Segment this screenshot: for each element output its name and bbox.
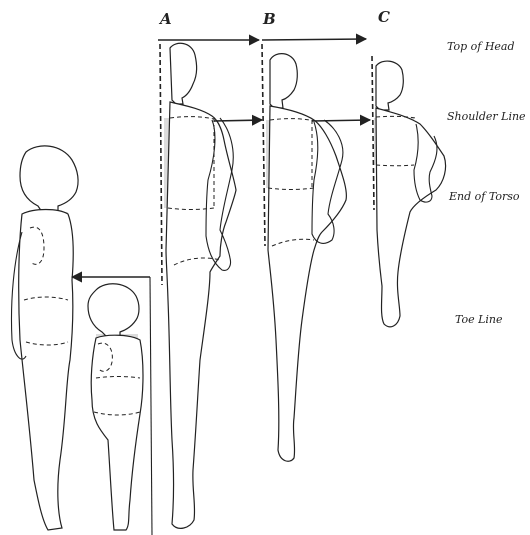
- figure-c: [372, 56, 446, 327]
- guide-label-end-of-torso: End of Torso: [448, 190, 520, 203]
- figure-left-tall: [11, 146, 78, 530]
- shoulder-arrow-b-to-c: [312, 120, 370, 121]
- figure-b-reference-line: [262, 44, 265, 246]
- figure-small-child: [88, 284, 143, 530]
- figure-a: [160, 43, 236, 528]
- shoulder-arrow-a-to-b: [214, 120, 262, 121]
- figure-b: [262, 44, 346, 461]
- guide-label-toe-line: Toe Line: [455, 313, 503, 326]
- guide-label-shoulder-line: Shoulder Line: [447, 110, 526, 123]
- top-arrow-b-to-c: [262, 39, 366, 40]
- figure-c-reference-line: [372, 56, 374, 210]
- figure-a-reference-line: [160, 44, 162, 285]
- guide-label-top-of-head: Top of Head: [447, 40, 515, 53]
- vertical-measure-line: [150, 277, 152, 535]
- column-label-a: A: [158, 10, 172, 28]
- column-label-c: C: [378, 8, 390, 26]
- column-label-b: B: [262, 10, 276, 28]
